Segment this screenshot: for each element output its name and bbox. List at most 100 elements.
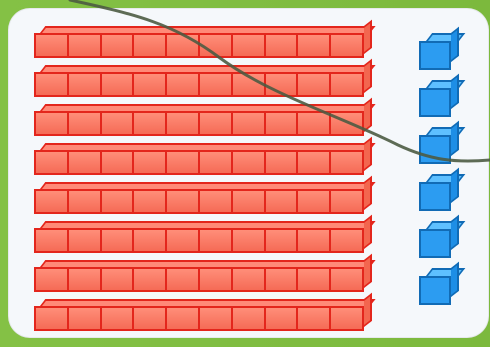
rod-front-face (34, 150, 364, 175)
unit-cell (298, 113, 331, 134)
unit-cell (167, 191, 200, 212)
unit-cell (233, 308, 266, 329)
unit-cell (69, 35, 102, 56)
unit-cell (36, 308, 69, 329)
unit-cell (36, 113, 69, 134)
unit-cell (331, 230, 362, 251)
unit-cell (102, 113, 135, 134)
ones-cube (419, 174, 459, 211)
cube-top-face (426, 80, 465, 88)
cube-side-face (451, 74, 459, 109)
rod-front-face (34, 306, 364, 331)
rod-top-face (40, 221, 375, 228)
cube-top-face (426, 33, 465, 41)
cube-front-face (419, 41, 451, 70)
cube-front-face (419, 182, 451, 211)
unit-cell (233, 269, 266, 290)
ones-cube (419, 221, 459, 258)
rod-top-face (40, 260, 375, 267)
tens-rods-group (34, 26, 372, 334)
unit-cell (69, 113, 102, 134)
unit-cell (200, 152, 233, 173)
unit-cell (102, 152, 135, 173)
tens-rod (34, 65, 372, 97)
tens-rod (34, 143, 372, 175)
unit-cell (233, 113, 266, 134)
unit-cell (69, 308, 102, 329)
unit-cell (266, 191, 299, 212)
unit-cell (331, 113, 362, 134)
unit-cell (102, 269, 135, 290)
rod-top-face (40, 299, 375, 306)
unit-cell (233, 230, 266, 251)
unit-cell (69, 230, 102, 251)
ones-cube (419, 80, 459, 117)
unit-cell (134, 113, 167, 134)
unit-cell (200, 230, 233, 251)
unit-cell (331, 269, 362, 290)
unit-cell (266, 152, 299, 173)
rod-front-face (34, 33, 364, 58)
rod-side-face (364, 98, 372, 132)
rod-top-face (40, 182, 375, 189)
unit-cell (102, 191, 135, 212)
unit-cell (69, 152, 102, 173)
cube-side-face (451, 121, 459, 156)
rod-side-face (364, 176, 372, 210)
unit-cell (266, 74, 299, 95)
unit-cell (233, 74, 266, 95)
cube-top-face (426, 268, 465, 276)
unit-cell (69, 269, 102, 290)
tens-rod (34, 182, 372, 214)
unit-cell (298, 230, 331, 251)
unit-cell (167, 74, 200, 95)
cube-side-face (451, 168, 459, 203)
unit-cell (298, 269, 331, 290)
unit-cell (102, 308, 135, 329)
unit-cell (167, 308, 200, 329)
counting-card (8, 8, 489, 338)
unit-cell (36, 35, 69, 56)
unit-cell (36, 230, 69, 251)
unit-cell (233, 152, 266, 173)
unit-cell (134, 152, 167, 173)
cube-front-face (419, 88, 451, 117)
unit-cell (331, 35, 362, 56)
rod-side-face (364, 20, 372, 54)
ones-cube (419, 268, 459, 305)
unit-cell (266, 269, 299, 290)
unit-cell (266, 308, 299, 329)
unit-cell (134, 230, 167, 251)
unit-cell (331, 152, 362, 173)
tens-rod (34, 260, 372, 292)
unit-cell (36, 191, 69, 212)
unit-cell (298, 74, 331, 95)
unit-cell (134, 269, 167, 290)
unit-cell (200, 191, 233, 212)
unit-cell (167, 113, 200, 134)
unit-cell (331, 191, 362, 212)
unit-cell (167, 230, 200, 251)
rod-side-face (364, 59, 372, 93)
rod-top-face (40, 65, 375, 72)
unit-cell (298, 152, 331, 173)
tens-rod (34, 221, 372, 253)
rod-side-face (364, 215, 372, 249)
unit-cell (134, 74, 167, 95)
unit-cell (102, 230, 135, 251)
unit-cell (200, 35, 233, 56)
unit-cell (134, 308, 167, 329)
unit-cell (200, 308, 233, 329)
unit-cell (266, 230, 299, 251)
unit-cell (36, 269, 69, 290)
cube-top-face (426, 221, 465, 229)
rod-front-face (34, 189, 364, 214)
cube-top-face (426, 174, 465, 182)
unit-cell (36, 74, 69, 95)
cube-side-face (451, 215, 459, 250)
unit-cell (266, 113, 299, 134)
unit-cell (102, 74, 135, 95)
unit-cell (331, 74, 362, 95)
unit-cell (167, 152, 200, 173)
unit-cell (200, 113, 233, 134)
